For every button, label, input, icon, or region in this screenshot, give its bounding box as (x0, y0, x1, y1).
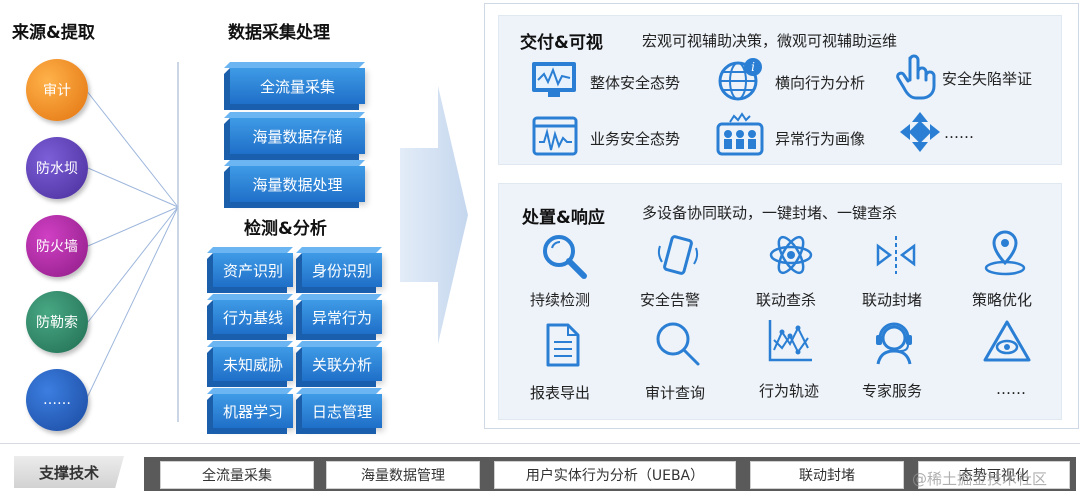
delivery-item-label: 安全失陷举证 (942, 70, 1033, 88)
support-bar-line (0, 443, 1080, 444)
magnifier-icon (543, 235, 587, 279)
response-item-label: 持续检测 (530, 291, 591, 309)
delivery-item-label: 横向行为分析 (775, 74, 866, 92)
svg-text:i: i (751, 60, 755, 74)
block-label: 海量数据处理 (252, 175, 343, 194)
delivery-item-label: 异常行为画像 (775, 130, 866, 148)
analysis-block[interactable]: 异常行为 (302, 300, 382, 334)
source-antiransom[interactable]: 防勒索 (26, 291, 88, 353)
source-label: 防水坝 (36, 161, 78, 177)
block-label: 关联分析 (311, 355, 372, 374)
source-label: 防火墙 (36, 239, 78, 255)
delivery-item-label: …… (944, 124, 974, 142)
analysis-title: 检测&分析 (244, 219, 327, 239)
source-connector-lines (85, 62, 179, 422)
analysis-block[interactable]: 关联分析 (302, 347, 382, 381)
support-item-label: 联动封堵 (799, 468, 855, 484)
block-label: 机器学习 (222, 402, 283, 421)
support-title: 支撑技术 (38, 463, 99, 482)
analysis-block[interactable]: 日志管理 (302, 394, 382, 428)
response-item-label: …… (996, 380, 1026, 398)
response-item-label: 行为轨迹 (759, 382, 820, 400)
source-more[interactable]: …… (26, 369, 88, 431)
source-dam[interactable]: 防水坝 (26, 137, 88, 199)
response-item-label: 专家服务 (862, 382, 923, 400)
delivery-item-label: 整体安全态势 (590, 74, 681, 92)
support-item-label: 态势可视化 (959, 468, 1029, 484)
analysis-block[interactable]: 机器学习 (213, 394, 293, 428)
delivery-subtitle: 宏观可视辅助决策，微观可视辅助运维 (642, 32, 898, 50)
move-arrows-icon (900, 112, 940, 152)
search-icon (656, 322, 700, 366)
support-title-tab: 支撑技术 (14, 456, 124, 488)
response-item-label: 联动查杀 (756, 291, 817, 309)
collect-block[interactable]: 海量数据存储 (230, 118, 365, 154)
support-item[interactable]: 态势可视化 (918, 461, 1070, 489)
analysis-block[interactable]: 身份识别 (302, 253, 382, 287)
analysis-block[interactable]: 未知威胁 (213, 347, 293, 381)
collect-block[interactable]: 全流量采集 (230, 68, 365, 104)
source-audit[interactable]: 审计 (26, 59, 88, 121)
response-item-label: 策略优化 (972, 291, 1033, 309)
pointing-hand-icon (896, 54, 936, 100)
source-firewall[interactable]: 防火墙 (26, 215, 88, 277)
support-item-label: 用户实体行为分析（UEBA） (525, 468, 705, 484)
support-item[interactable]: 海量数据管理 (326, 461, 480, 489)
monitor-chart-icon (532, 62, 576, 97)
support-item[interactable]: 用户实体行为分析（UEBA） (494, 461, 736, 489)
response-panel (498, 183, 1062, 420)
source-label: 审计 (43, 83, 71, 99)
source-label: …… (43, 392, 71, 408)
block-label: 全流量采集 (259, 77, 335, 96)
support-item-label: 海量数据管理 (361, 468, 445, 484)
headset-agent-icon (876, 322, 912, 365)
response-item-label: 报表导出 (530, 384, 591, 402)
watermark: @稀土掘金技术社区 (912, 470, 1048, 488)
atom-icon (769, 235, 813, 275)
support-item[interactable]: 全流量采集 (160, 461, 314, 489)
group-people-icon (716, 112, 764, 156)
block-label: 海量数据存储 (252, 127, 343, 146)
globe-info-icon: i (718, 58, 762, 101)
response-item-label: 审计查询 (645, 384, 706, 402)
eye-triangle-icon (983, 320, 1031, 362)
support-item[interactable]: 联动封堵 (750, 461, 904, 489)
block-label: 身份识别 (311, 261, 372, 280)
document-icon (546, 323, 580, 367)
phone-alert-icon (657, 235, 699, 275)
collect-title: 数据采集处理 (228, 23, 330, 43)
map-pin-icon (984, 230, 1026, 276)
collect-block[interactable]: 海量数据处理 (230, 166, 365, 202)
block-label: 资产识别 (222, 261, 283, 280)
waveform-icon (532, 116, 578, 156)
sources-title: 来源&提取 (12, 23, 95, 43)
delivery-title: 交付&可视 (520, 33, 603, 53)
analysis-block[interactable]: 资产识别 (213, 253, 293, 287)
block-label: 异常行为 (311, 308, 372, 327)
block-arrows-icon (876, 236, 916, 274)
support-item-label: 全流量采集 (202, 468, 272, 484)
block-label: 日志管理 (311, 402, 372, 421)
response-item-label: 联动封堵 (862, 291, 923, 309)
response-title: 处置&响应 (522, 208, 605, 228)
delivery-item-label: 业务安全态势 (590, 130, 681, 148)
source-label: 防勒索 (36, 315, 78, 331)
line-graph-icon (768, 320, 812, 362)
block-label: 未知威胁 (222, 355, 283, 374)
analysis-block[interactable]: 行为基线 (213, 300, 293, 334)
flow-arrow (400, 86, 468, 344)
response-subtitle: 多设备协同联动，一键封堵、一键查杀 (642, 204, 898, 222)
block-label: 行为基线 (222, 308, 283, 327)
response-item-label: 安全告警 (640, 291, 701, 309)
delivery-panel (498, 15, 1062, 165)
